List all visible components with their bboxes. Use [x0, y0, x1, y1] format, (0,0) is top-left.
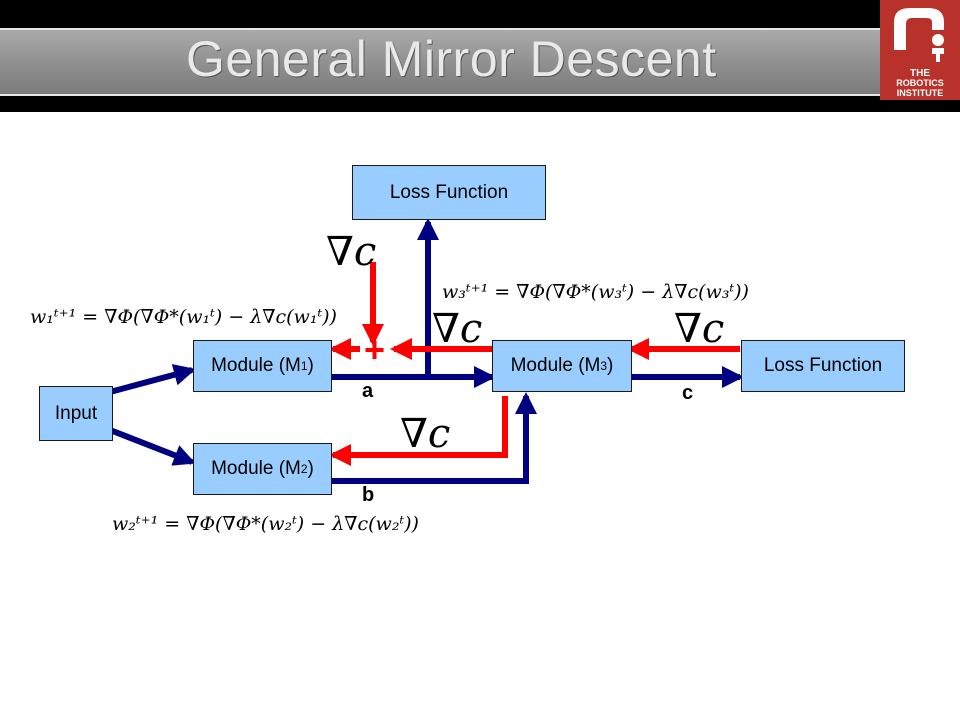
robotics-institute-logo: THE ROBOTICS INSTITUTE	[880, 0, 960, 100]
edge-label-a: a	[362, 380, 374, 402]
title-band	[0, 28, 880, 96]
logo-text-institute: INSTITUTE	[897, 88, 944, 98]
arrow-m2-to-m3	[330, 392, 537, 484]
input-box: Input	[39, 386, 113, 441]
loss-function-top-box: Loss Function	[352, 165, 546, 220]
edge-label-b: b	[362, 484, 375, 506]
module-m2-close: )	[307, 458, 314, 479]
equation-w1: w₁ᵗ⁺¹ = ∇Φ(∇Φ*(w₁ᵗ) − λ∇c(w₁ᵗ))	[30, 306, 337, 328]
gradient-label-middle: ∇c	[432, 306, 482, 352]
input-label: Input	[54, 402, 98, 424]
logo-text-the: THE	[910, 68, 930, 79]
page-title: General Mirror Descent	[186, 31, 717, 87]
module-m3-subscript: 3	[600, 359, 608, 373]
gradient-label-lower: ∇c	[400, 411, 450, 457]
module-m1-subscript: 1	[300, 359, 308, 373]
grad-arrow-m3-to-m2	[329, 396, 508, 466]
equation-w2: w₂ᵗ⁺¹ = ∇Φ(∇Φ*(w₂ᵗ) − λ∇c(w₂ᵗ))	[112, 513, 419, 535]
loss-function-right-label: Loss Function	[763, 355, 883, 376]
loss-function-top-label: Loss Function	[389, 181, 509, 203]
arrow-input-to-m1	[109, 364, 196, 395]
module-m3-label: Module (M	[510, 355, 601, 376]
module-m1-close: )	[307, 355, 314, 376]
loss-function-right-box: Loss Function	[741, 340, 905, 392]
module-m2-subscript: 2	[300, 462, 308, 476]
equation-w3: w₃ᵗ⁺¹ = ∇Φ(∇Φ*(w₃ᵗ) − λ∇c(w₃ᵗ))	[442, 281, 749, 303]
arrow-input-to-m2	[108, 427, 196, 466]
plus-sign: +	[364, 329, 385, 370]
module-m2-label: Module (M	[211, 458, 301, 479]
logo-text-robotics: ROBOTICS	[896, 78, 944, 88]
gradient-label-right: ∇c	[674, 306, 724, 352]
edge-label-c: c	[682, 382, 694, 404]
module-m1-label: Module (M	[211, 355, 301, 376]
module-m3-close: )	[607, 355, 614, 376]
gradient-label-top: ∇c	[326, 229, 376, 275]
